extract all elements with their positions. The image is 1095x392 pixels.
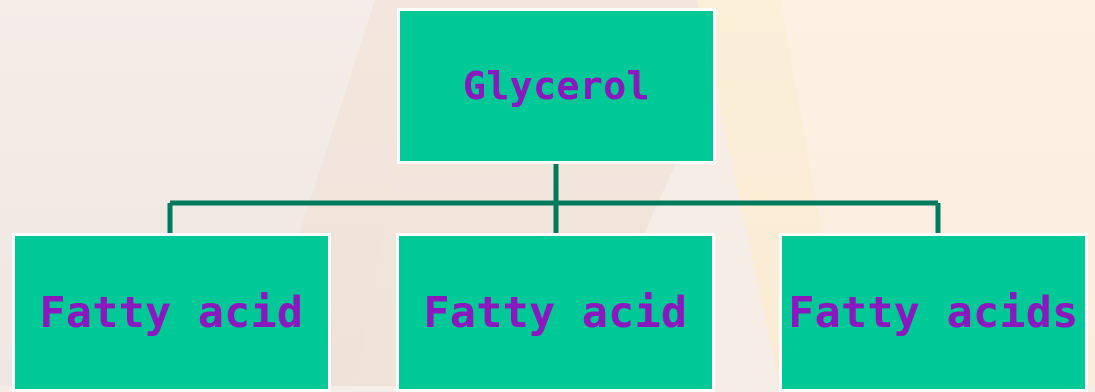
fatty-acid-node-2: Fatty acid [396,233,715,392]
fatty-acids-node-label: Fatty acids [788,287,1079,338]
fatty-acid-node-2-label: Fatty acid [423,287,688,338]
fatty-acids-node: Fatty acids [779,233,1088,392]
fatty-acid-node-1-label: Fatty acid [39,287,304,338]
glycerol-node: Glycerol [397,8,716,164]
glycerol-node-label: Glycerol [462,64,651,108]
fatty-acid-node-1: Fatty acid [12,233,331,392]
